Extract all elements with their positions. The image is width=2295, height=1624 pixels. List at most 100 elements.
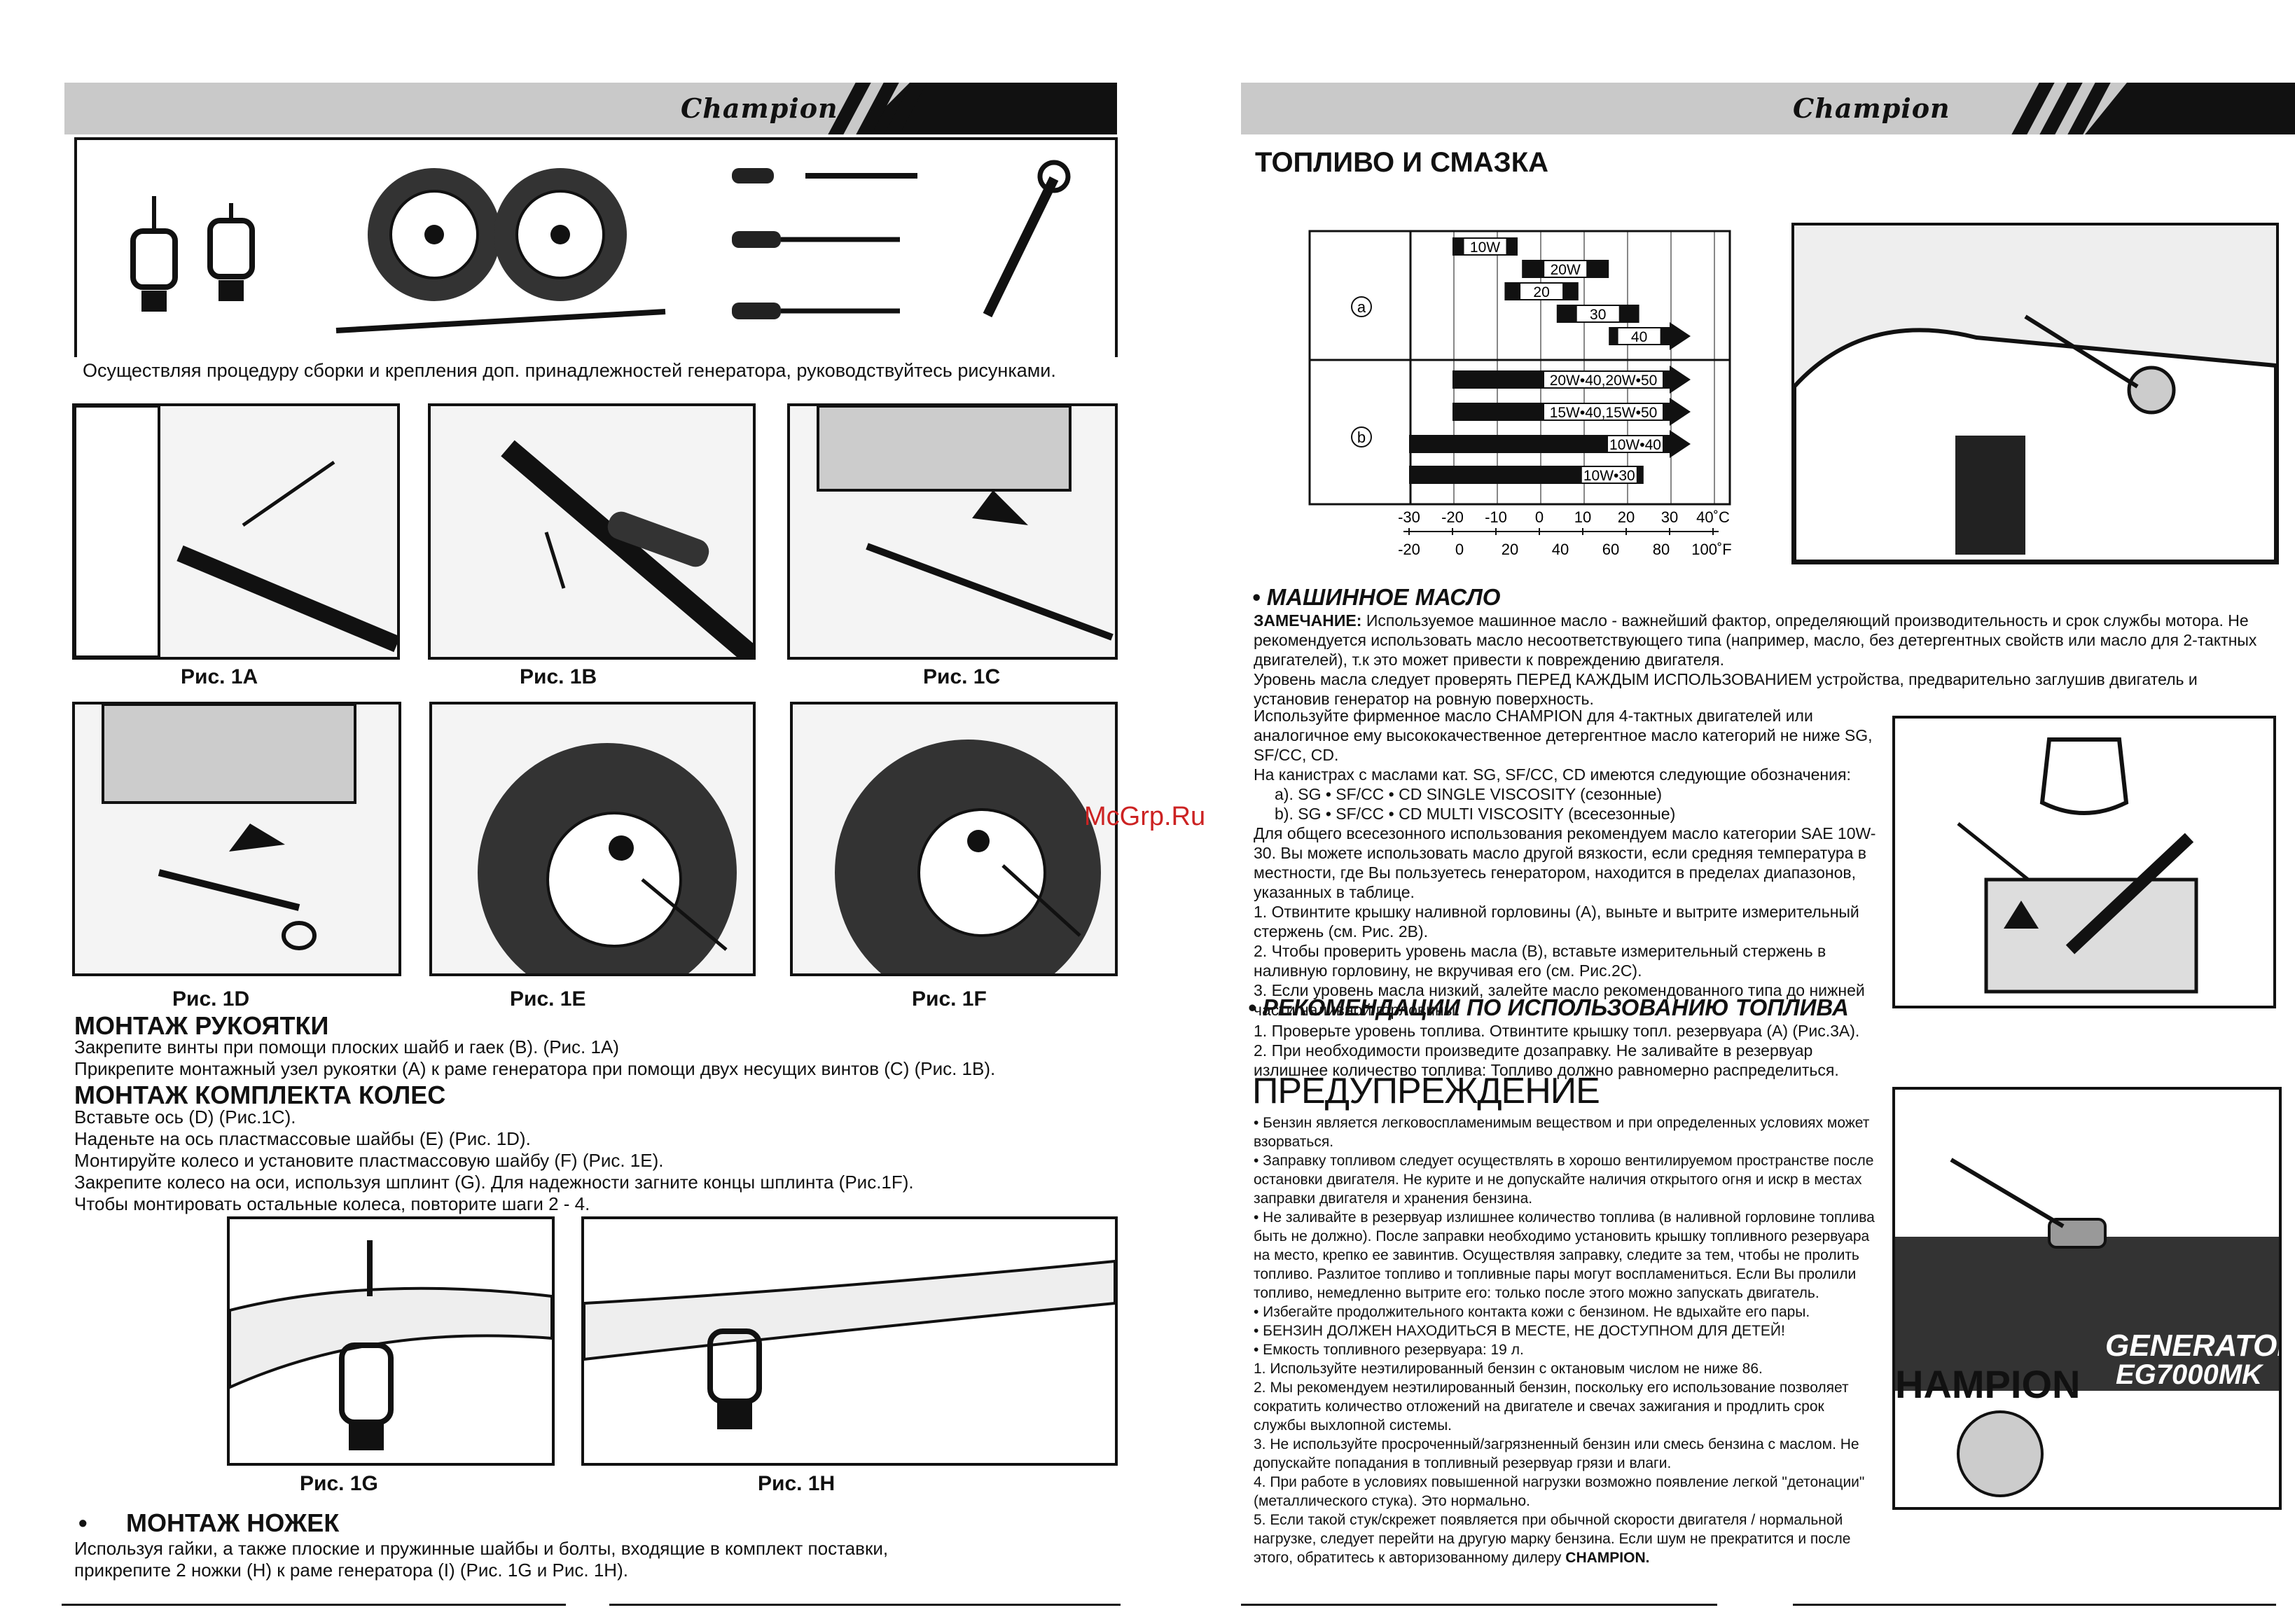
fuel-oil-title: ТОПЛИВО И СМАЗКА (1255, 147, 1549, 178)
figure-1d (72, 702, 401, 976)
oil-level-illustration (1892, 716, 2276, 1008)
left-footer-line (62, 1604, 566, 1606)
wheels-line-2: Наденьте на ось пластмассовые шайбы (E) … (74, 1128, 531, 1149)
leg-icon (130, 196, 178, 312)
parts-kit-drawing (130, 160, 1071, 333)
celsius-tick: 20 (1618, 508, 1635, 526)
oil-viscosity-chart: a b 10W20W20304020W•40,20W•5015W•40,15W•… (1308, 230, 1732, 558)
chart-bar-label: 20 (1533, 284, 1549, 300)
legs-line-1: Используя гайки, а также плоские и пружи… (74, 1538, 889, 1559)
chart-bar-label: 20W (1551, 262, 1581, 278)
figure-1d-label: Рис. 1D (172, 987, 250, 1011)
oil-details: Используйте фирменное масло CHAMPION для… (1254, 706, 1877, 1020)
oil-p3: Для общего всесезонного использования ре… (1254, 824, 1876, 901)
oil-p2b: b). SG • SF/CC • CD MULTI VISCOSITY (все… (1275, 805, 1676, 823)
figure-1h (581, 1216, 1118, 1466)
figure-1a (72, 403, 400, 660)
warning-text: • Бензин является легковоспламенимым вещ… (1254, 1113, 1877, 1567)
chart-bar-label: 10W (1470, 240, 1500, 256)
wheels-text: Вставьте ось (D) (Рис.1C). Наденьте на о… (74, 1106, 1125, 1215)
handle-line-2: Прикрепите монтажный узел рукоятки (A) к… (74, 1058, 996, 1079)
chart-bar: 20W•40,20W•50 (1452, 366, 1691, 394)
figure-1c (787, 403, 1118, 660)
row-a-label: a (1357, 298, 1366, 316)
fahrenheit-tick: -20 (1398, 541, 1420, 558)
celsius-tick: 30 (1661, 508, 1678, 526)
figure-1e (429, 702, 756, 976)
figure-1g-label: Рис. 1G (300, 1472, 378, 1495)
generator-label-2: EG7000MK (2116, 1359, 2264, 1390)
oil-note-label: ЗАМЕЧАНИЕ: (1254, 611, 1362, 630)
chart-bar-label: 10W•30 (1583, 468, 1635, 484)
parts-kit-figure (74, 137, 1118, 357)
wheels-line-5: Чтобы монтировать остальные колеса, повт… (74, 1193, 590, 1214)
celsius-tick: -20 (1441, 508, 1464, 526)
chart-bar-label: 15W•40,15W•50 (1550, 405, 1658, 421)
warning-6: • Емкость топливного резервуара: 19 л. (1254, 1342, 1524, 1358)
handle-text: Закрепите винты при помощи плоских шайб … (74, 1036, 1125, 1080)
figure-1a-label: Рис. 1A (181, 665, 258, 688)
fahrenheit-tick: 40 (1552, 541, 1569, 558)
warning-2: • Заправку топливом следует осуществлять… (1254, 1153, 1874, 1207)
fahrenheit-tick: 20 (1502, 541, 1518, 558)
celsius-tick: -30 (1398, 508, 1420, 526)
warning-3: • Не заливайте в резервуар излишнее коли… (1254, 1209, 1875, 1301)
fuel-text: 1. Проверьте уровень топлива. Отвинтите … (1254, 1021, 1877, 1080)
chart-bar: 10W (1452, 237, 1518, 256)
dealer-brand: CHAMPION. (1565, 1550, 1650, 1566)
row-b-label: b (1357, 429, 1366, 446)
warning-4: • Избегайте продолжительного контакта ко… (1254, 1304, 1810, 1320)
left-footer-line-2 (609, 1604, 1121, 1606)
oil-step-3: 3. Если уровень масла низкий, залейте ма… (1254, 981, 1865, 1019)
generator-brand: HAMPION (1895, 1362, 2080, 1406)
legs-line-2: прикрепите 2 ножки (H) к раме генератора… (74, 1560, 628, 1581)
chart-bar: 20 (1504, 282, 1579, 300)
legs-section-title: МОНТАЖ НОЖЕК (126, 1508, 340, 1537)
chart-bar-label: 40 (1631, 329, 1647, 345)
chart-bar: 10W•40 (1409, 430, 1691, 458)
handle-line-1: Закрепите винты при помощи плоских шайб … (74, 1036, 619, 1057)
wheels-line-4: Закрепите колесо на оси, используя шплин… (74, 1172, 914, 1193)
chart-bar: 15W•40,15W•50 (1452, 398, 1691, 426)
fahrenheit-tick: 0 (1455, 541, 1464, 558)
legs-text: Используя гайки, а также плоские и пружи… (74, 1538, 1125, 1581)
figure-1f (790, 702, 1118, 976)
legs-bullet: • (78, 1508, 88, 1537)
oil-step-2: 2. Чтобы проверить уровень масла (B), вс… (1254, 942, 1826, 980)
wheels-line-3: Монтируйте колесо и установите пластмасс… (74, 1150, 664, 1171)
left-header-bar: Champion (64, 83, 1117, 134)
fuel-step-1: 1. Проверьте уровень топлива. Отвинтите … (1254, 1022, 1860, 1040)
chart-bar: 30 (1556, 305, 1639, 323)
fuel-note-2: 2. Мы рекомендуем неэтилированный бензин… (1254, 1380, 1849, 1434)
celsius-tick: 0 (1535, 508, 1544, 526)
chart-bar-label: 10W•40 (1609, 437, 1661, 453)
fuel-note-3: 3. Не используйте просроченный/загрязнен… (1254, 1436, 1859, 1471)
warning-5: • БЕНЗИН ДОЛЖЕН НАХОДИТЬСЯ В МЕСТЕ, НЕ Д… (1254, 1323, 1785, 1339)
chart-bar-label: 20W•40,20W•50 (1550, 373, 1658, 389)
chart-bar-label: 30 (1590, 307, 1606, 323)
right-header-bar: Champion (1241, 83, 2295, 134)
figure-1b-label: Рис. 1B (520, 665, 597, 688)
figure-1c-label: Рис. 1C (923, 665, 1001, 688)
figure-1f-label: Рис. 1F (912, 987, 987, 1011)
brand-logo: Champion (681, 92, 838, 124)
fuel-note-1: 1. Используйте неэтилированный бензин с … (1254, 1361, 1763, 1377)
leg-icon (207, 203, 255, 301)
oil-level-text: Уровень масла следует проверять ПЕРЕД КА… (1254, 670, 2198, 708)
chart-bar: 40 (1609, 322, 1691, 350)
fuel-step-2: 2. При необходимости произведите дозапра… (1254, 1041, 1839, 1079)
fahrenheit-tick: 60 (1602, 541, 1619, 558)
right-footer-line (1241, 1604, 1717, 1606)
fahrenheit-tick: 100˚F (1691, 541, 1731, 558)
right-footer-line-2 (1793, 1604, 2276, 1606)
wrench-icon (983, 160, 1071, 318)
handle-icon (732, 168, 917, 319)
intro-text: Осуществляя процедуру сборки и крепления… (83, 360, 1056, 381)
celsius-tick: -10 (1485, 508, 1507, 526)
celsius-tick: 10 (1574, 508, 1591, 526)
brand-logo: Champion (1793, 92, 1950, 124)
oil-note: ЗАМЕЧАНИЕ: Используемое машинное масло -… (1254, 611, 2276, 709)
fuel-note-4: 4. При работе в условиях повышенной нагр… (1254, 1474, 1865, 1509)
fuel-section-title: • РЕКОМЕНДАЦИИ ПО ИСПОЛЬЗОВАНИЮ ТОПЛИВА (1248, 994, 1849, 1020)
fuel-note-5: 5. Если такой стук/скрежет появляется пр… (1254, 1512, 1851, 1566)
